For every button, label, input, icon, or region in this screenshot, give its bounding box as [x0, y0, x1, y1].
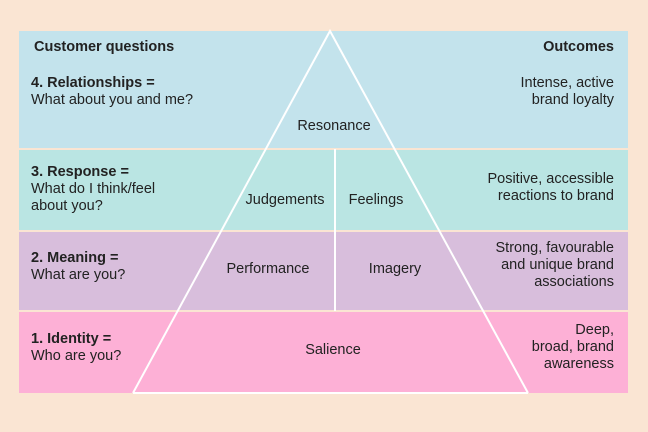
band-relationships [19, 31, 628, 148]
outcome-meaning: Strong, favourable and unique brand asso… [496, 240, 615, 291]
level-title: 1. Identity = [31, 331, 112, 347]
band-identity [19, 312, 628, 393]
level-identity-question: 1. Identity = Who are you? [31, 331, 121, 365]
block-imagery: Imagery [368, 261, 422, 277]
outcome-line: Strong, favourable [495, 240, 615, 256]
outcome-line: Deep, [575, 322, 614, 338]
level-question: about you? [31, 198, 103, 214]
block-salience: Salience [305, 342, 361, 358]
band-response [19, 150, 628, 230]
block-performance: Performance [226, 261, 310, 277]
header-customer-questions: Customer questions [34, 39, 175, 55]
outcome-relationships: Intense, active brand loyalty [521, 75, 615, 109]
outcome-line: broad, brand [531, 339, 614, 355]
outcome-line: brand loyalty [531, 92, 614, 108]
outcome-line: and unique brand [501, 257, 614, 273]
outcome-response: Positive, accessible reactions to brand [487, 171, 614, 205]
level-question: What do I think/feel [31, 181, 156, 197]
level-question: What about you and me? [31, 92, 194, 108]
outcome-line: Positive, accessible [487, 171, 614, 187]
outcome-line: awareness [543, 356, 614, 372]
level-question: What are you? [31, 267, 126, 283]
level-meaning-question: 2. Meaning = What are you? [31, 250, 125, 284]
level-title: 2. Meaning = [31, 250, 119, 266]
block-resonance: Resonance [297, 118, 371, 134]
outcome-line: reactions to brand [497, 188, 614, 204]
level-title: 3. Response = [31, 164, 129, 180]
block-judgements: Judgements [245, 192, 325, 208]
level-title: 4. Relationships = [31, 75, 155, 91]
block-feelings: Feelings [348, 192, 404, 208]
level-relationships-question: 4. Relationships = What about you and me… [31, 75, 193, 109]
header-outcomes: Outcomes [543, 39, 614, 55]
outcome-line: Intense, active [520, 75, 615, 91]
level-question: Who are you? [31, 348, 122, 364]
outcome-identity: Deep, broad, brand awareness [532, 322, 614, 373]
level-response-question: 3. Response = What do I think/feel about… [31, 164, 155, 215]
outcome-line: associations [534, 274, 614, 290]
band-meaning [19, 232, 628, 310]
